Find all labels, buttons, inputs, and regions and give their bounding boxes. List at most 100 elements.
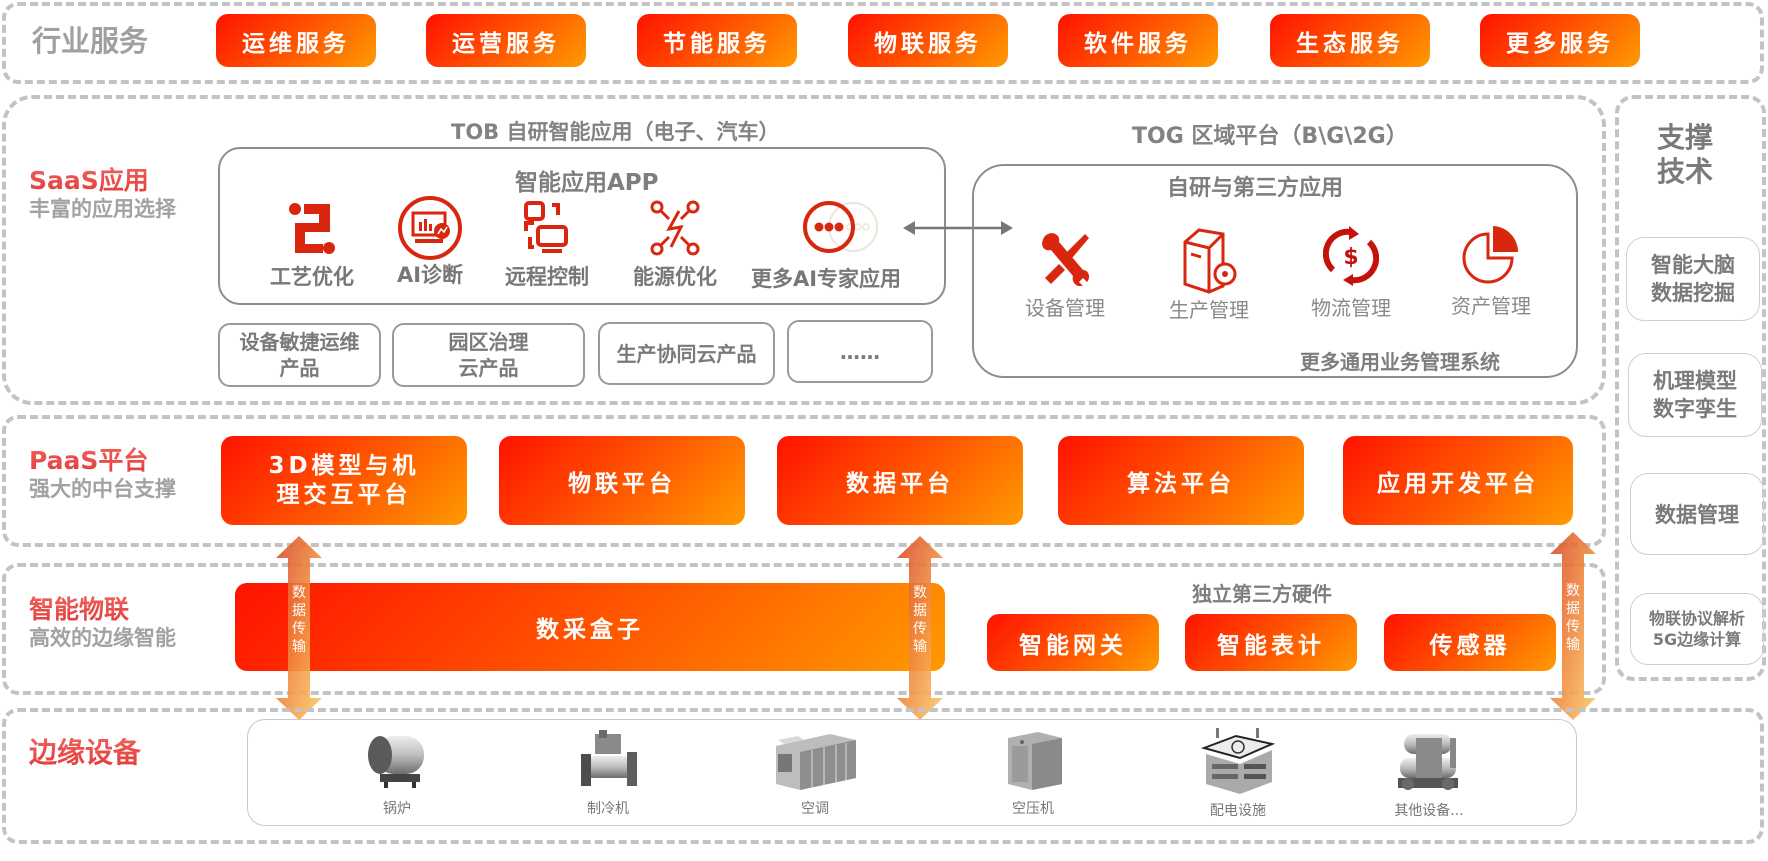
service-button-operation[interactable]: 运营服务: [426, 14, 586, 67]
tog-app-production[interactable]: 生产管理: [1154, 226, 1264, 323]
device-boiler[interactable]: 锅炉: [342, 728, 452, 818]
product-box-production[interactable]: 生产协同云产品: [598, 322, 775, 385]
paas-subtitle: 强大的中台支撑: [29, 477, 176, 501]
third-party-hardware-title: 独立第三方硬件: [1192, 582, 1332, 606]
boiler-icon: [368, 736, 424, 788]
support-title-text: 支撑技术: [1656, 121, 1713, 188]
platform-app-dev[interactable]: 应用开发平台: [1343, 436, 1573, 525]
device-label: 其他设备...: [1394, 803, 1464, 819]
support-item-data[interactable]: 数据管理: [1630, 473, 1764, 555]
hardware-sensor[interactable]: 传感器: [1384, 614, 1556, 671]
smart-app-title: 智能应用APP: [515, 170, 659, 196]
app-remote-control[interactable]: 远程控制: [492, 201, 602, 291]
tog-footer: 更多通用业务管理系统: [1300, 350, 1500, 374]
platform-algorithm[interactable]: 算法平台: [1058, 436, 1304, 525]
device-label: 锅炉: [383, 801, 411, 817]
device-power-distribution[interactable]: 配电设施: [1183, 726, 1293, 820]
tog-app-logistics[interactable]: $ 物流管理: [1296, 226, 1406, 321]
tog-title: TOG 区域平台（B\G\2G）: [1132, 124, 1408, 149]
app-more-ai[interactable]: 更多AI专家应用: [751, 195, 920, 293]
power-distribution-icon: [1200, 728, 1276, 794]
hardware-smart-gateway[interactable]: 智能网关: [987, 614, 1159, 671]
ai-diagnosis-icon: [398, 196, 462, 260]
device-label: 空压机: [1012, 801, 1054, 817]
saas-heading: SaaS应用 丰富的应用选择: [29, 166, 176, 222]
data-transfer-arrow-right: 数据传输: [1550, 532, 1596, 720]
iot-title: 智能物联: [29, 595, 176, 625]
data-transfer-arrow-middle: 数据传输: [897, 536, 943, 720]
tog-app-label: 生产管理: [1169, 298, 1249, 322]
smart-app-box: 智能应用APP 工艺优化 AI诊断: [218, 147, 946, 305]
iot-band: [2, 563, 1606, 695]
app-process-optimization[interactable]: 工艺优化: [262, 201, 362, 291]
svg-text:$: $: [1343, 245, 1358, 270]
iot-heading: 智能物联 高效的边缘智能: [29, 595, 176, 651]
platform-iot[interactable]: 物联平台: [499, 436, 745, 525]
production-icon: [1183, 228, 1237, 294]
device-chiller[interactable]: 制冷机: [553, 728, 663, 818]
app-label: 工艺优化: [270, 265, 354, 289]
service-button-software[interactable]: 软件服务: [1058, 14, 1218, 67]
support-item-protocol[interactable]: 物联协议解析5G边缘计算: [1630, 593, 1764, 665]
energy-icon: [650, 200, 700, 256]
service-button-iot[interactable]: 物联服务: [848, 14, 1008, 67]
service-button-ops[interactable]: 运维服务: [216, 14, 376, 67]
arrow-label: 数据传输: [292, 585, 306, 655]
tog-app-assets[interactable]: 资产管理: [1436, 224, 1546, 319]
support-column: 支撑技术 智能大脑数据挖掘 机理模型数字孪生 数据管理 物联协议解析5G边缘计算: [1615, 95, 1766, 681]
saas-band: [2, 95, 1606, 405]
more-icon: [803, 201, 878, 253]
paas-band: [2, 415, 1606, 547]
support-item-model[interactable]: 机理模型数字孪生: [1628, 353, 1762, 437]
product-box-more[interactable]: ……: [787, 320, 933, 383]
pie-chart-icon: [1462, 226, 1518, 284]
platform-data[interactable]: 数据平台: [777, 436, 1023, 525]
product-box-park[interactable]: 园区治理云产品: [392, 323, 585, 387]
tog-app-equipment[interactable]: 设备管理: [1010, 230, 1120, 321]
remote-control-icon: [524, 201, 568, 253]
app-label: 更多AI专家应用: [750, 267, 902, 291]
support-title: 支撑技术: [1655, 121, 1715, 189]
service-button-more[interactable]: 更多服务: [1480, 14, 1640, 67]
air-conditioner-icon: [776, 734, 856, 790]
device-label: 配电设施: [1210, 803, 1266, 819]
industry-title: 行业服务: [32, 24, 149, 58]
arrow-label: 数据传输: [913, 585, 927, 655]
double-arrow-icon: [276, 536, 322, 720]
industry-band: 行业服务: [2, 2, 1764, 84]
tog-box-title: 自研与第三方应用: [1167, 176, 1344, 201]
bidirectional-arrow-icon: [903, 221, 1013, 235]
app-energy-optimization[interactable]: 能源优化: [620, 199, 730, 291]
double-arrow-icon: [1550, 532, 1596, 720]
tog-app-box: 自研与第三方应用 设备管理 生产管理 $ 物流管理: [972, 164, 1578, 378]
app-ai-diagnosis[interactable]: AI诊断: [380, 195, 480, 289]
saas-subtitle: 丰富的应用选择: [29, 197, 176, 221]
device-label: 制冷机: [587, 801, 629, 817]
arrow-label: 数据传输: [1566, 583, 1580, 653]
device-label: 空调: [801, 801, 829, 817]
platform-3d-model[interactable]: 3D模型与机理交互平台: [221, 436, 467, 525]
double-arrow-icon: [897, 536, 943, 720]
support-item-brain[interactable]: 智能大脑数据挖掘: [1626, 237, 1760, 321]
service-button-energy[interactable]: 节能服务: [637, 14, 797, 67]
device-air-compressor[interactable]: 空压机: [978, 728, 1088, 818]
edge-title: 边缘设备: [29, 736, 142, 769]
saas-title: SaaS应用: [29, 166, 176, 196]
device-air-conditioner[interactable]: 空调: [760, 726, 870, 818]
product-box-equipment[interactable]: 设备敏捷运维产品: [218, 323, 381, 387]
tog-app-label: 设备管理: [1025, 296, 1105, 320]
service-button-ecosystem[interactable]: 生态服务: [1270, 14, 1430, 67]
iot-subtitle: 高效的边缘智能: [29, 626, 176, 650]
app-label: 能源优化: [633, 265, 717, 289]
paas-title: PaaS平台: [29, 446, 176, 476]
device-other[interactable]: 其他设备...: [1374, 724, 1484, 820]
hardware-smart-meter[interactable]: 智能表计: [1185, 614, 1357, 671]
device-panel: [247, 719, 1577, 826]
air-compressor-icon: [1008, 732, 1062, 790]
app-label: AI诊断: [396, 263, 464, 287]
data-collection-box[interactable]: 数采盒子: [235, 583, 945, 671]
app-label: 远程控制: [505, 265, 589, 289]
data-transfer-arrow-left: 数据传输: [276, 536, 322, 720]
logistics-icon: $: [1323, 226, 1379, 286]
paas-heading: PaaS平台 强大的中台支撑: [29, 446, 176, 502]
